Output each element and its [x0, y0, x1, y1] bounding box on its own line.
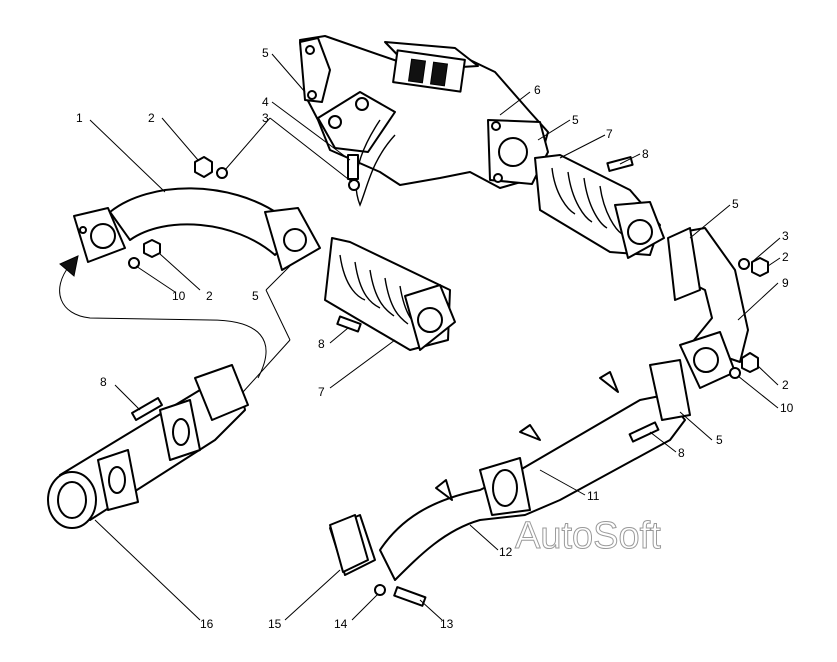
washer-3-top: [216, 167, 228, 179]
callout-13: 13: [440, 617, 454, 631]
callout-15: 15: [268, 617, 282, 631]
callout-8: 8: [642, 147, 649, 161]
callout-11: 11: [587, 489, 600, 503]
callout-8: 8: [678, 446, 685, 460]
callout-1: 1: [76, 111, 83, 125]
callout-8: 8: [318, 337, 325, 351]
bolt-4: [347, 154, 359, 180]
washer-14: [374, 584, 386, 596]
callout-5: 5: [716, 433, 723, 447]
callout-5: 5: [572, 113, 579, 127]
callout-2: 2: [148, 111, 155, 125]
assembly-arrow: [59, 255, 267, 379]
callout-8: 8: [100, 375, 107, 389]
exhaust-manifold-housing: [299, 35, 549, 207]
intake-pipe-lower-left: [47, 364, 249, 529]
bolt-13: [393, 586, 427, 607]
nut-2-left: [143, 239, 161, 258]
bolt-8-right: [628, 421, 660, 443]
callout-6: 6: [534, 83, 541, 97]
leader-lines: [89, 53, 781, 621]
elbow-pipe: [667, 227, 749, 389]
callout-3: 3: [782, 229, 789, 243]
watermark-text: AutoSoft: [515, 515, 661, 557]
callout-10: 10: [780, 401, 794, 415]
callout-2: 2: [782, 378, 789, 392]
callout-12: 12: [499, 545, 513, 559]
nut-2-right-top: [751, 257, 769, 277]
callout-2: 2: [782, 250, 789, 264]
callout-10: 10: [172, 289, 186, 303]
washer-10-left: [128, 257, 140, 269]
nut-2-top: [194, 156, 213, 178]
callout-3: 3: [262, 111, 269, 125]
washer-3-center: [348, 179, 360, 191]
callout-14: 14: [334, 617, 348, 631]
callout-5: 5: [252, 289, 259, 303]
callout-7: 7: [606, 127, 613, 141]
callout-7: 7: [318, 385, 325, 399]
callout-9: 9: [782, 276, 789, 290]
callout-16: 16: [200, 617, 214, 631]
callout-5: 5: [732, 197, 739, 211]
hardware: [128, 154, 769, 607]
bellows-compensator-left: [324, 237, 456, 351]
callout-labels: 1 2 3 4 5 6 5 7 8 5 3 2 9 2 10 5 8 11 12…: [76, 46, 794, 631]
callout-4: 4: [262, 95, 269, 109]
callout-2: 2: [206, 289, 213, 303]
gasket-15: [329, 514, 369, 573]
nut-2-right-bottom: [741, 352, 759, 373]
bellows-compensator-right: [534, 154, 665, 259]
bolt-8-lower-left: [131, 397, 163, 421]
curved-exhaust-pipe: [73, 187, 321, 271]
washer-3-right: [738, 258, 750, 270]
callout-5: 5: [262, 46, 269, 60]
washer-10-right: [729, 367, 741, 379]
